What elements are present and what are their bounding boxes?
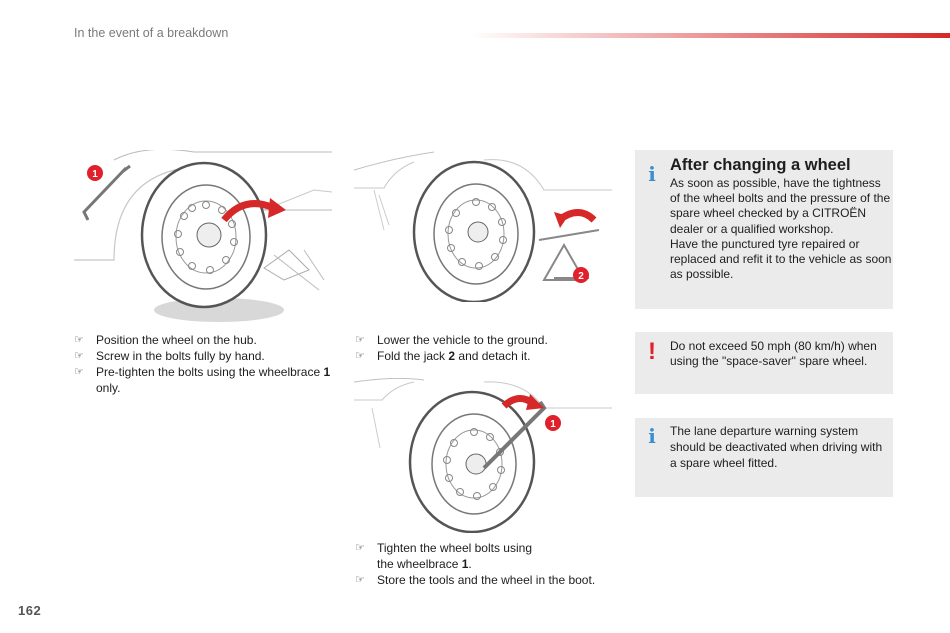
list-item: ☞Position the wheel on the hub. bbox=[74, 333, 257, 347]
list-item: ☞Pre-tighten the bolts using the wheelbr… bbox=[74, 365, 331, 395]
list-item: ☞Lower the vehicle to the ground. bbox=[355, 333, 548, 347]
steps-list-tighten: ☞Tighten the wheel bolts using the wheel… bbox=[355, 540, 596, 588]
info-icon: i bbox=[648, 162, 656, 186]
info-box-title: After changing a wheel bbox=[670, 156, 851, 174]
callout-1: 1 bbox=[92, 169, 98, 180]
pointing-hand-icon: ☞ bbox=[74, 350, 84, 362]
steps-list-lower-vehicle: ☞Lower the vehicle to the ground. ☞Fold … bbox=[355, 332, 615, 364]
callout-2: 2 bbox=[578, 271, 584, 282]
list-item: ☞Fold the jack 2 and detach it. bbox=[355, 349, 531, 363]
illustration-lower-vehicle: 2 bbox=[354, 150, 612, 302]
page-header-title: In the event of a breakdown bbox=[74, 26, 229, 40]
callout-1: 1 bbox=[550, 419, 556, 430]
pointing-hand-icon: ☞ bbox=[355, 350, 365, 362]
pointing-hand-icon: ☞ bbox=[74, 334, 84, 346]
list-item: ☞Tighten the wheel bolts using the wheel… bbox=[355, 541, 532, 571]
note-box-text: The lane departure warning system should… bbox=[670, 424, 883, 470]
info-box-lane-departure: i The lane departure warning system shou… bbox=[635, 418, 893, 497]
pointing-hand-icon: ☞ bbox=[355, 334, 365, 346]
list-item: ☞Store the tools and the wheel in the bo… bbox=[355, 573, 596, 587]
info-box-after-changing-wheel: i After changing a wheel As soon as poss… bbox=[635, 150, 893, 309]
warning-icon: ! bbox=[648, 338, 656, 365]
warning-box-text: Do not exceed 50 mph (80 km/h) when usin… bbox=[670, 339, 877, 369]
info-box-body: As soon as possible, have the tightness … bbox=[670, 176, 892, 282]
header-accent-bar bbox=[470, 33, 950, 38]
info-icon: i bbox=[648, 424, 656, 448]
list-item: ☞Screw in the bolts fully by hand. bbox=[74, 349, 265, 363]
pointing-hand-icon: ☞ bbox=[355, 574, 365, 586]
illustration-fit-wheel: 1 bbox=[74, 150, 332, 322]
pointing-hand-icon: ☞ bbox=[355, 542, 365, 554]
illustration-tighten-bolts: 1 bbox=[354, 378, 612, 533]
pointing-hand-icon: ☞ bbox=[74, 366, 84, 378]
warning-box-speed-limit: ! Do not exceed 50 mph (80 km/h) when us… bbox=[635, 332, 893, 394]
steps-list-fit-wheel: ☞Position the wheel on the hub. ☞Screw i… bbox=[74, 332, 334, 396]
page-number: 162 bbox=[18, 603, 42, 618]
